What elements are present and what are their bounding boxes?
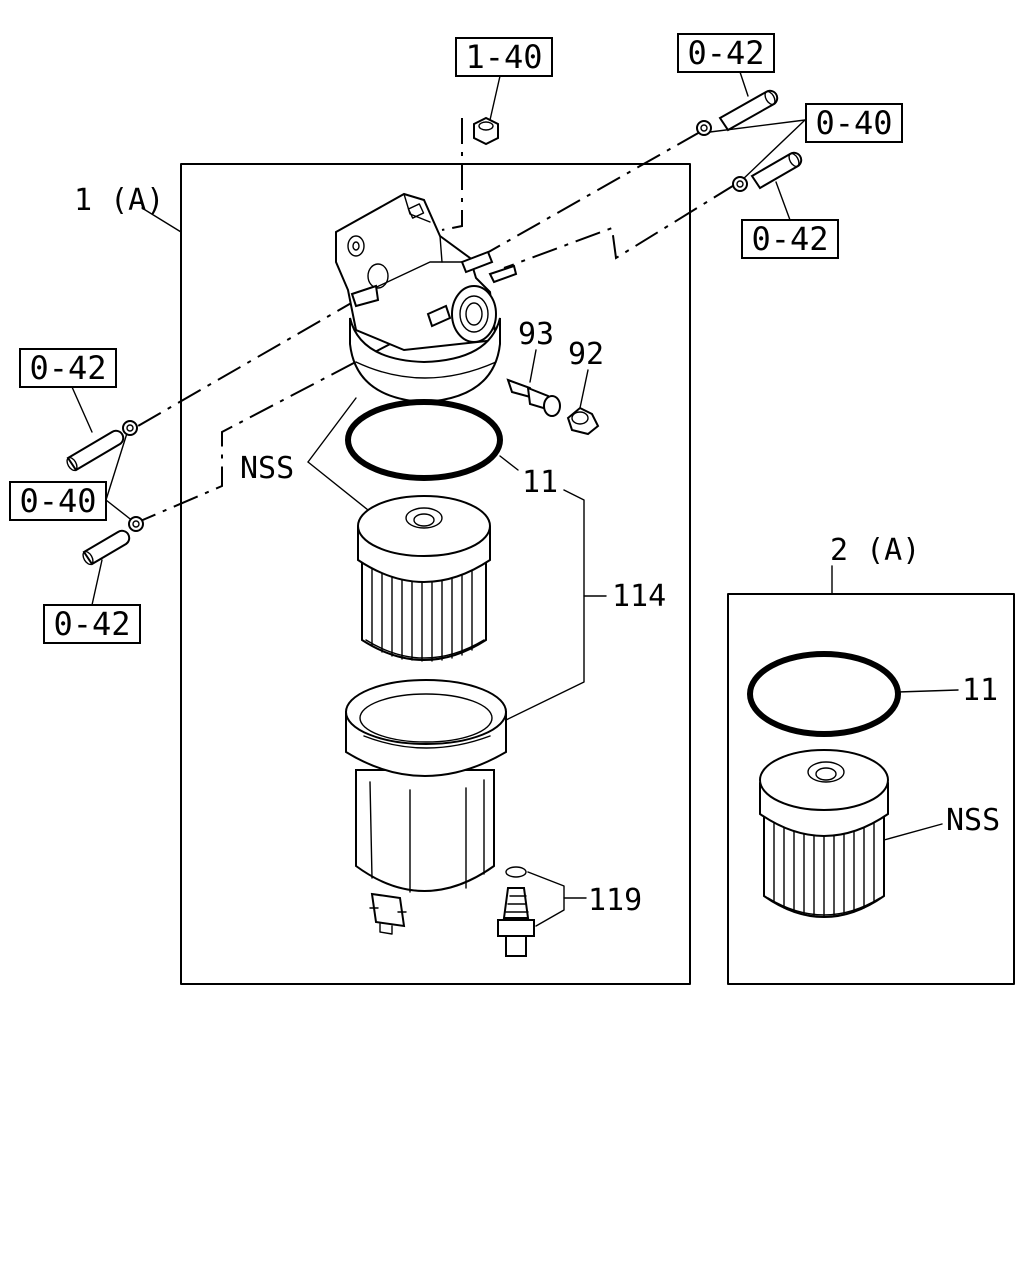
bleeder-screw-icon <box>506 378 561 417</box>
ref-0-42-left[interactable]: 0-42 <box>19 348 117 388</box>
ref-1-40[interactable]: 1-40 <box>455 37 553 77</box>
ref-0-42-top[interactable]: 0-42 <box>677 33 775 73</box>
kit-part-11-label: 11 <box>962 673 998 708</box>
clip-top-icon <box>696 120 712 136</box>
assembly-2-label: 2 (A) <box>830 533 920 568</box>
leader-0-40-top-a <box>709 119 806 133</box>
part-11-label: 11 <box>522 465 558 500</box>
centerline-nut <box>441 118 463 231</box>
ref-0-40-top-label: 0-40 <box>815 104 892 142</box>
filter-bowl-icon <box>345 679 507 935</box>
assembly-2-frame <box>727 593 1015 985</box>
clip-right-icon <box>732 176 748 192</box>
ref-0-42-right-label: 0-42 <box>751 220 828 258</box>
part-119-leader <box>527 871 565 927</box>
leader-1-40 <box>489 75 501 121</box>
nss-leader-down <box>307 461 369 511</box>
ref-0-40-left[interactable]: 0-40 <box>9 481 107 521</box>
leader-0-42-right <box>775 181 791 221</box>
centerline-right-hose <box>503 183 737 269</box>
filter-element-kit-icon <box>759 749 889 918</box>
ref-0-42-bottom[interactable]: 0-42 <box>43 604 141 644</box>
o-ring-icon <box>345 399 503 481</box>
hose-top-right-icon <box>718 89 779 132</box>
ref-0-40-left-label: 0-40 <box>19 482 96 520</box>
nut-icon <box>473 116 499 146</box>
part-11-leader <box>499 455 519 471</box>
part-93-label: 93 <box>518 317 554 352</box>
centerline-top-hose <box>477 131 701 259</box>
leader-0-42-bottom <box>91 559 103 606</box>
assembly-1-frame <box>180 163 691 985</box>
kit-nss-leader <box>883 823 943 841</box>
centerline-left-hose <box>137 297 361 427</box>
leader-0-40-top-b <box>739 119 806 183</box>
part-93-leader <box>529 349 537 383</box>
ref-0-40-top[interactable]: 0-40 <box>805 103 903 143</box>
water-sensor-icon <box>497 866 535 957</box>
kit-part-11-leader <box>897 689 959 693</box>
o-ring-kit-icon <box>747 651 901 737</box>
kit-nss-label: NSS <box>946 803 1000 838</box>
nss-leader-up <box>307 397 357 463</box>
ref-1-40-label: 1-40 <box>465 38 542 76</box>
clip-left-icon <box>122 420 138 436</box>
hose-right-icon <box>750 151 803 190</box>
leader-0-40-left-a <box>105 429 129 501</box>
leader-0-40-left-b <box>105 499 135 523</box>
hose-bottom-left-icon <box>82 529 131 566</box>
part-92-leader <box>579 369 589 409</box>
clip-bottom-icon <box>128 516 144 532</box>
part-119-label: 119 <box>588 883 642 918</box>
leader-0-42-top <box>739 71 749 97</box>
nss-label: NSS <box>240 451 294 486</box>
assembly-1-leader <box>141 207 182 233</box>
filter-element-icon <box>357 495 491 662</box>
ref-0-42-bottom-label: 0-42 <box>53 605 130 643</box>
ref-0-42-top-label: 0-42 <box>687 34 764 72</box>
filter-head-icon <box>335 192 518 404</box>
part-114-label: 114 <box>612 579 666 614</box>
hose-left-icon <box>66 429 125 472</box>
cap-icon <box>566 406 600 436</box>
ref-0-42-left-label: 0-42 <box>29 349 106 387</box>
part-92-label: 92 <box>568 337 604 372</box>
part-114-leader <box>505 489 585 721</box>
ref-0-42-right[interactable]: 0-42 <box>741 219 839 259</box>
leader-0-42-left <box>71 386 93 433</box>
centerline-bottom-hose <box>137 319 437 523</box>
